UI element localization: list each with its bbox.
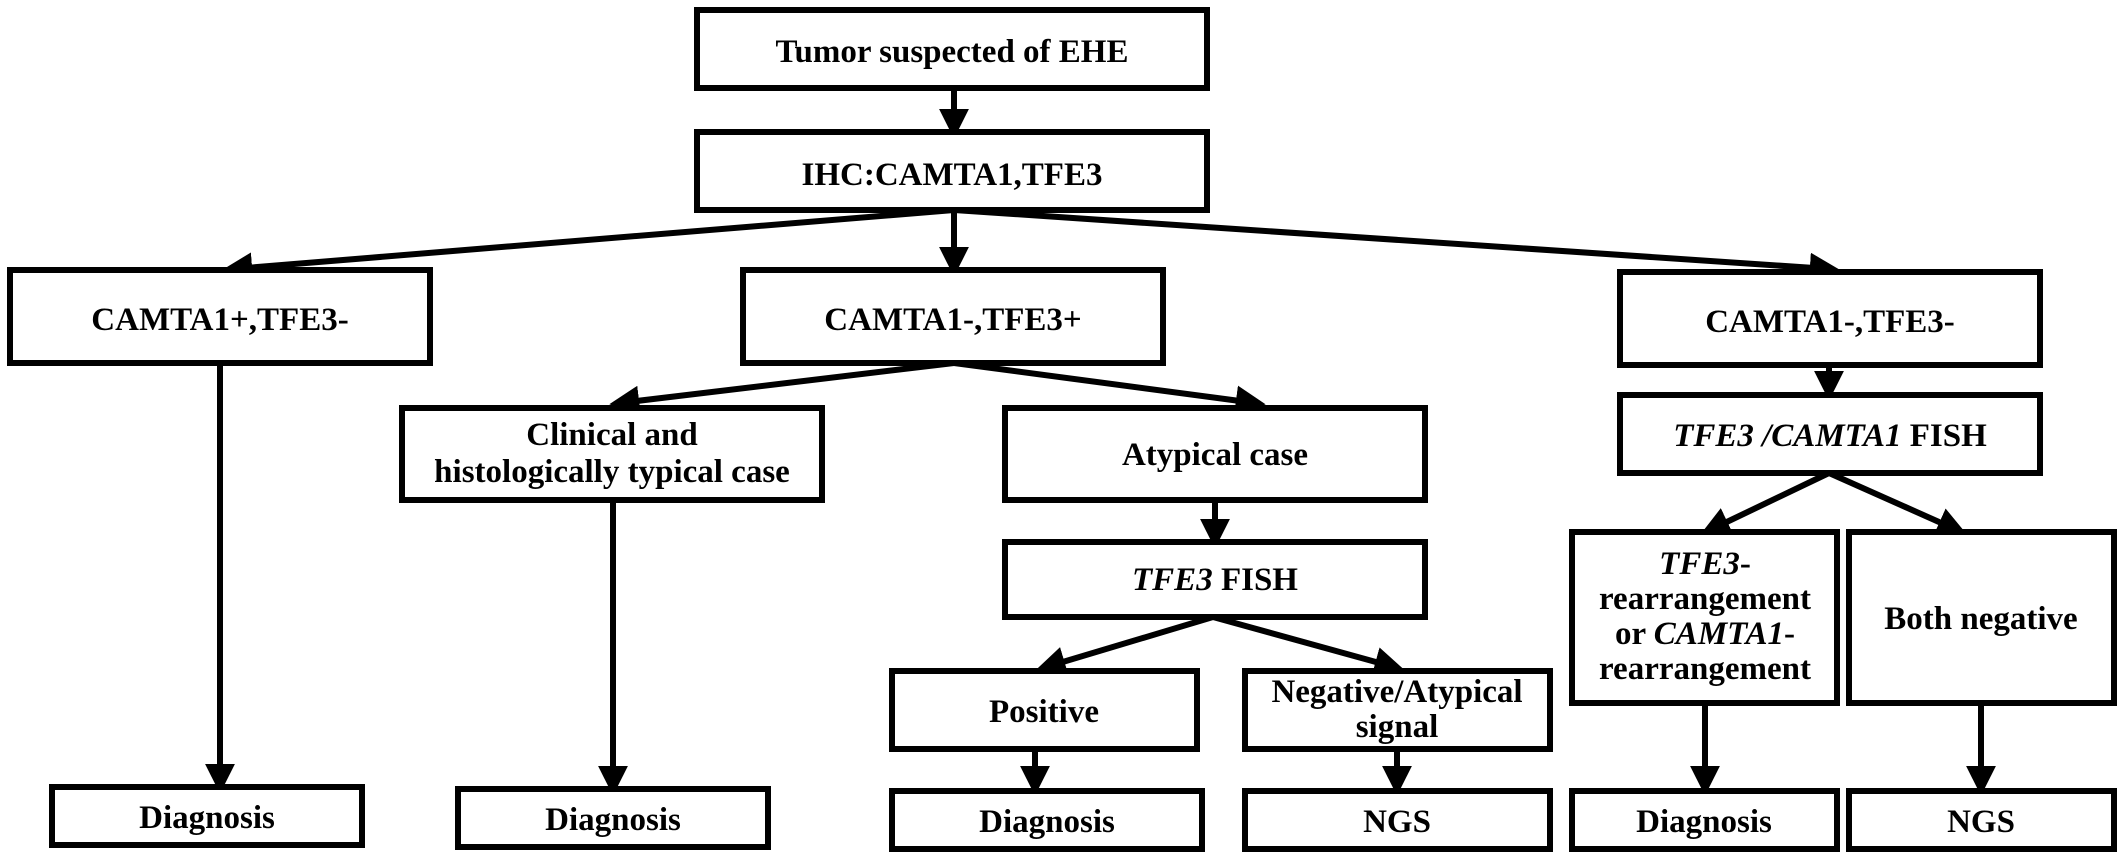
node-camta1-positive: CAMTA1+,TFE3-	[7, 267, 433, 366]
node-both-negative-label: Both negative	[1884, 601, 2077, 637]
node-diagnosis-3-label: Diagnosis	[979, 804, 1115, 840]
node-tumor-label: Tumor suspected of EHE	[776, 34, 1129, 70]
arrow-fish-to-both-negative	[1827, 470, 1967, 536]
node-diagnosis-4: Diagnosis	[1569, 788, 1840, 852]
node-tfe3-fish-label: TFE3 FISH	[1132, 562, 1298, 598]
node-tfe3-positive-label: CAMTA1-,TFE3+	[824, 302, 1081, 338]
node-ngs-1-label: NGS	[1363, 804, 1431, 840]
node-rearrangement-line4: rearrangement	[1599, 651, 1811, 687]
node-positive: Positive	[889, 668, 1200, 752]
node-rearrangement-line3: or CAMTA1-	[1615, 616, 1795, 652]
node-negative-atypical: Negative/Atypical signal	[1242, 668, 1553, 752]
node-tumor-suspected: Tumor suspected of EHE	[694, 7, 1210, 91]
node-diagnosis-1: Diagnosis	[49, 784, 365, 848]
node-rearrangement: TFE3- rearrangement or CAMTA1- rearrange…	[1569, 529, 1840, 706]
node-negative-atypical-line1: Negative/Atypical	[1271, 674, 1522, 710]
rearrangement-line3-suffix: -	[1784, 616, 1795, 652]
node-typical-case-line2: histologically typical case	[434, 454, 790, 490]
arrow-tfe3-fish-to-positive	[1035, 614, 1214, 676]
node-diagnosis-2-label: Diagnosis	[545, 802, 681, 838]
rearrangement-camta1-gene: CAMTA1	[1654, 616, 1784, 652]
node-diagnosis-3: Diagnosis	[889, 788, 1205, 852]
node-ngs-1: NGS	[1242, 788, 1553, 852]
node-tfe3-camta1-fish-label: TFE3 /CAMTA1 FISH	[1673, 418, 1987, 454]
node-ngs-2-label: NGS	[1947, 804, 2015, 840]
arrow-fish-to-rearrangement	[1700, 470, 1831, 536]
rearrangement-line1-suffix: -	[1740, 546, 1751, 582]
tfe3-gene-name: TFE3	[1132, 562, 1213, 598]
arrow-ihc-to-camta1-pos	[222, 207, 955, 283]
node-double-negative: CAMTA1-,TFE3-	[1617, 269, 2043, 368]
arrow-tfe3-pos-to-typical	[609, 360, 955, 416]
node-both-negative: Both negative	[1846, 529, 2117, 706]
node-diagnosis-2: Diagnosis	[455, 786, 771, 850]
rearrangement-tfe3-gene: TFE3	[1659, 546, 1740, 582]
node-double-negative-label: CAMTA1-,TFE3-	[1705, 304, 1955, 340]
node-diagnosis-4-label: Diagnosis	[1636, 804, 1772, 840]
node-tfe3-positive: CAMTA1-,TFE3+	[740, 267, 1166, 366]
node-atypical-case-label: Atypical case	[1122, 437, 1308, 473]
tfe3-fish-suffix: FISH	[1213, 562, 1299, 598]
node-rearrangement-line2: rearrangement	[1599, 581, 1811, 617]
tfe3-camta1-gene-names: TFE3 /CAMTA1	[1673, 418, 1901, 454]
node-diagnosis-1-label: Diagnosis	[139, 800, 275, 836]
node-typical-case: Clinical and histologically typical case	[399, 405, 825, 503]
tfe3-camta1-fish-suffix: FISH	[1902, 418, 1988, 454]
arrow-ihc-to-double-neg	[953, 207, 1840, 283]
node-ngs-2: NGS	[1846, 788, 2117, 852]
node-negative-atypical-line2: signal	[1356, 709, 1439, 745]
rearrangement-or: or	[1615, 616, 1654, 652]
connectors	[205, 88, 1996, 796]
node-positive-label: Positive	[989, 694, 1099, 730]
node-typical-case-line1: Clinical and	[526, 417, 697, 453]
arrow-tfe3-fish-to-negative	[1212, 614, 1405, 677]
node-atypical-case: Atypical case	[1002, 405, 1428, 503]
node-tfe3-fish: TFE3 FISH	[1002, 539, 1428, 620]
arrow-tfe3-pos-to-atypical	[953, 360, 1266, 416]
node-ihc: IHC:CAMTA1,TFE3	[694, 129, 1210, 213]
node-rearrangement-line1: TFE3-	[1659, 546, 1751, 582]
node-tfe3-camta1-fish: TFE3 /CAMTA1 FISH	[1617, 392, 2043, 476]
node-ihc-label: IHC:CAMTA1,TFE3	[802, 157, 1103, 193]
node-camta1-positive-label: CAMTA1+,TFE3-	[91, 302, 348, 338]
